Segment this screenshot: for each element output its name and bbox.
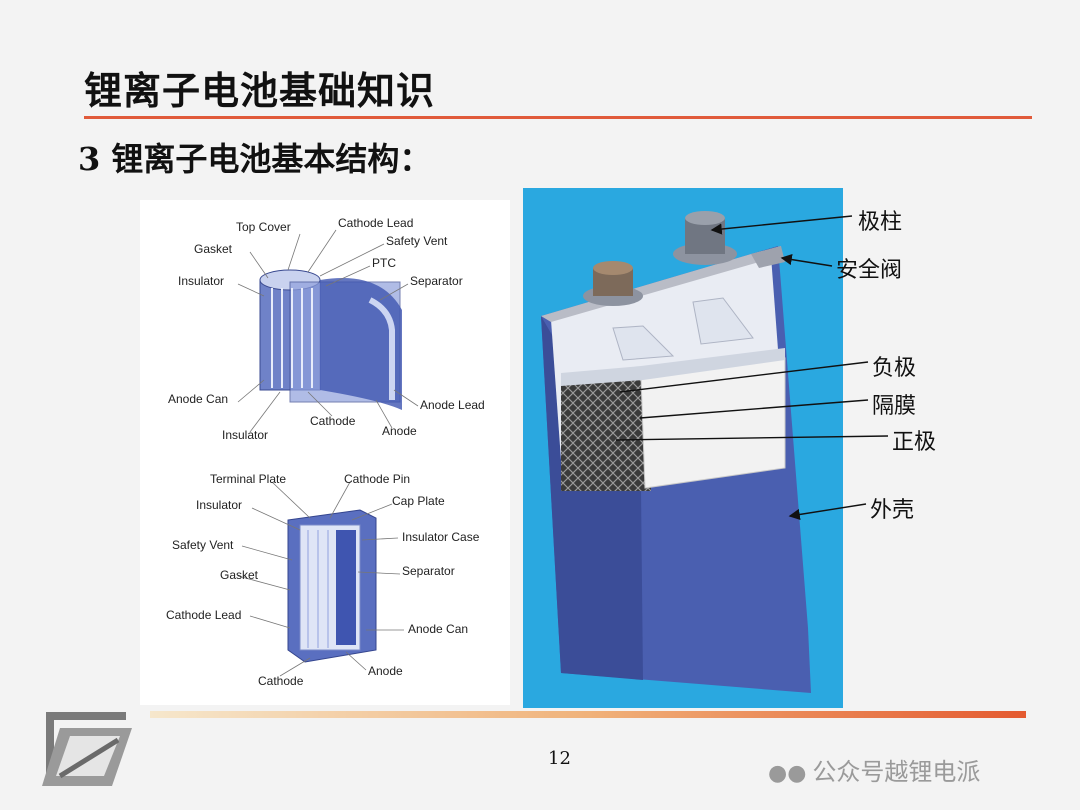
- leader-lines: [237, 229, 419, 677]
- label-separator-small: Separator: [402, 564, 455, 578]
- electrode-stack: [640, 357, 786, 489]
- footer-rule: [150, 711, 1026, 718]
- terminal-posts: [583, 211, 737, 306]
- callout-terminal: 极柱: [858, 210, 903, 235]
- label-gasket-small: Gasket: [220, 568, 259, 582]
- label-terminal-plate: Terminal Plate: [210, 472, 287, 486]
- cylindrical-cell-figure: Top Cover Cathode Lead Safety Vent Gaske…: [140, 200, 510, 705]
- label-anode-can-small: Anode Can: [408, 622, 469, 636]
- watermark-text: ●●公众号越锂电派: [768, 752, 980, 787]
- label-insulator-case: Insulator Case: [402, 530, 480, 544]
- prismatic-cell-figure: [523, 188, 843, 708]
- label-safety-vent-top: Safety Vent: [386, 234, 448, 248]
- callout-separator: 隔膜: [872, 394, 917, 419]
- label-cathode-lead-top: Cathode Lead: [338, 216, 414, 230]
- callout-negative: 负极: [872, 356, 917, 381]
- label-insulator-top: Insulator: [178, 274, 225, 288]
- watermark-label: 公众号越锂电派: [812, 758, 981, 786]
- title-rule: [84, 116, 1032, 119]
- label-anode-top: Anode: [382, 424, 417, 438]
- label-insulator-bottom: Insulator: [222, 428, 269, 442]
- label-insulator-small: Insulator: [196, 498, 243, 512]
- wechat-icon-glyph: ●●: [768, 761, 807, 786]
- cell-drawings: [237, 229, 419, 677]
- label-cathode-top: Cathode: [310, 414, 356, 428]
- label-anode-lead: Anode Lead: [420, 398, 485, 412]
- electrode-mesh: [561, 373, 651, 491]
- label-ptc: PTC: [372, 256, 396, 270]
- slide-title: 锂离子电池基础知识: [84, 68, 436, 113]
- label-separator-top: Separator: [410, 274, 463, 288]
- callout-casing: 外壳: [870, 498, 915, 523]
- label-top-cover: Top Cover: [236, 220, 291, 234]
- cylindrical-cell-cutaway: [259, 269, 402, 410]
- page-number: 12: [548, 748, 571, 769]
- small-prismatic-cell-cutaway: [287, 509, 377, 663]
- label-gasket-top: Gasket: [194, 242, 233, 256]
- company-logo: [42, 712, 132, 786]
- label-safety-vent-small: Safety Vent: [172, 538, 234, 552]
- label-cathode-pin: Cathode Pin: [344, 472, 411, 486]
- slide-subtitle: 3 锂离子电池基本结构：: [78, 140, 432, 178]
- label-anode-can-top: Anode Can: [168, 392, 229, 406]
- prismatic-cell-drawing: [541, 211, 811, 693]
- label-anode-small: Anode: [368, 664, 403, 678]
- label-cathode-lead-small: Cathode Lead: [166, 608, 242, 622]
- callout-positive: 正极: [892, 430, 937, 455]
- callout-safety-valve: 安全阀: [836, 258, 903, 283]
- label-cathode-small: Cathode: [258, 674, 304, 688]
- label-cap-plate: Cap Plate: [392, 494, 445, 508]
